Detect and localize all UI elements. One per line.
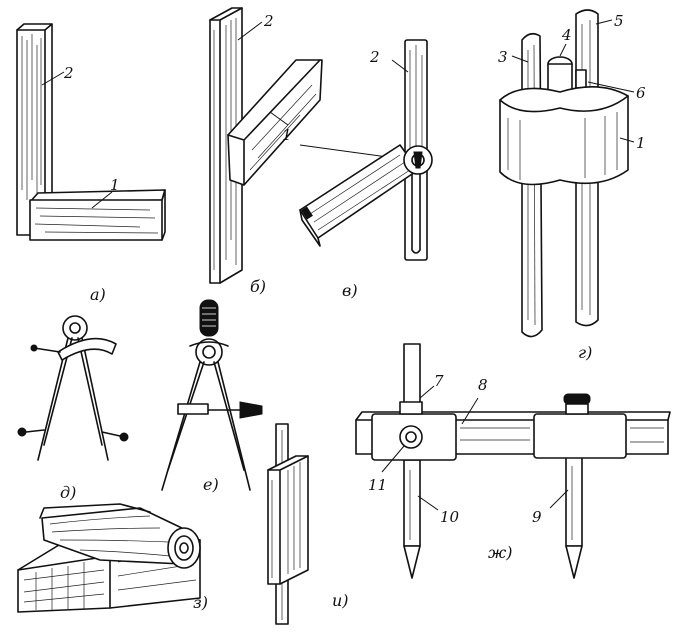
label-zh-10: 10 — [440, 508, 460, 526]
figure-g-marking-gauge: 3 4 5 6 1 г) — [498, 9, 646, 362]
figure-e-divider: е) — [161, 299, 263, 494]
label-zh-11: 11 — [368, 476, 387, 494]
caption-e: е) — [203, 475, 219, 494]
figure-b-miter-square: 2 1 б) — [209, 7, 396, 296]
figure-v-bevel-gauge: 2 в) — [299, 39, 433, 300]
figure-z-log-block: з) — [17, 503, 208, 613]
label-zh-9: 9 — [532, 508, 542, 526]
figure-a-try-square: 2 1 а) — [16, 23, 166, 304]
label-b-1: 1 — [282, 126, 292, 144]
caption-z: з) — [193, 593, 208, 612]
label-g-4: 4 — [561, 26, 572, 44]
caption-v: в) — [342, 281, 358, 300]
label-g-3: 3 — [498, 48, 508, 66]
caption-zh: ж) — [488, 543, 512, 562]
label-b-2: 2 — [263, 12, 274, 30]
figure-d-wing-compass: д) — [17, 315, 129, 502]
label-g-5: 5 — [614, 12, 624, 30]
label-v-2: 2 — [369, 48, 380, 66]
caption-g: г) — [578, 343, 592, 362]
caption-b: б) — [250, 277, 266, 296]
caption-i: и) — [332, 591, 349, 610]
label-a-1: 1 — [110, 176, 120, 194]
label-g-6: 6 — [636, 84, 646, 102]
label-g-1: 1 — [636, 134, 646, 152]
caption-d: д) — [60, 483, 76, 502]
caption-a: а) — [90, 285, 106, 304]
figure-zh-beam-compass: 7 8 11 10 9 ж) — [355, 343, 671, 579]
label-zh-7: 7 — [434, 372, 444, 390]
figure-i-marking-plate: и) — [267, 423, 349, 625]
label-zh-8: 8 — [478, 376, 488, 394]
label-a-2: 2 — [63, 64, 74, 82]
